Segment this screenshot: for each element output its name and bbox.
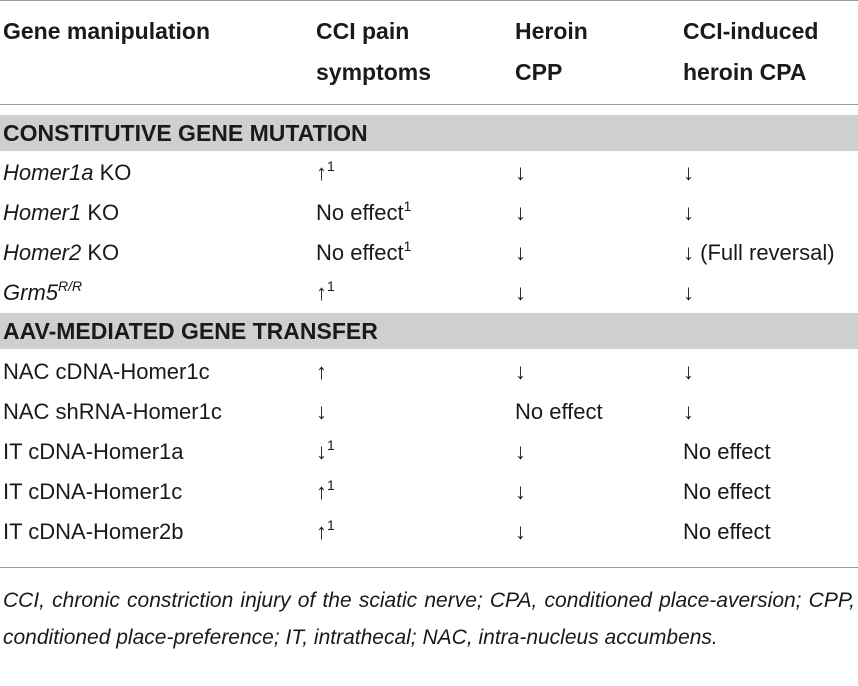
cci-value: ↑ <box>316 280 327 305</box>
gene-cell: IT cDNA-Homer1a <box>3 439 184 464</box>
cci-cell: ↓1 <box>316 432 335 472</box>
cci-cell: ↑1 <box>316 153 335 193</box>
bottom-rule <box>0 567 858 568</box>
footnote-ref: 1 <box>403 238 412 254</box>
table-row: NAC cDNA-Homer1c ↑ ↓ ↓ <box>0 352 858 392</box>
cpp-cell: ↓ <box>515 479 526 504</box>
header-heroin-cpp-line1: Heroin <box>515 18 588 44</box>
header-rule <box>0 104 858 105</box>
cpp-cell: ↓ <box>515 439 526 464</box>
header-cci-induced-cpa-line2: heroin CPA <box>683 59 807 85</box>
table-row: IT cDNA-Homer1a ↓1 ↓ No effect <box>0 432 858 472</box>
table-row: Homer2 KO No effect1 ↓ ↓ (Full reversal) <box>0 233 858 273</box>
gene-cell: NAC shRNA-Homer1c <box>3 399 222 424</box>
cci-value: ↑ <box>316 160 327 185</box>
gene-cell: Homer1a KO <box>3 153 131 193</box>
table-footnote: CCI, chronic constriction injury of the … <box>3 589 855 649</box>
header-gene-manipulation: Gene manipulation <box>3 18 211 44</box>
cci-cell: ↑1 <box>316 273 335 313</box>
cci-value: ↓ <box>316 399 327 424</box>
cpa-cell: ↓ <box>683 160 694 185</box>
gene-text: KO <box>81 200 120 225</box>
gene-italic: Homer1 <box>3 200 82 225</box>
gene-italic: Grm5 <box>3 280 58 305</box>
cpa-cell: No effect <box>683 439 771 464</box>
cci-cell: ↑1 <box>316 472 335 512</box>
cci-value: ↑ <box>316 479 327 504</box>
gene-cell: IT cDNA-Homer2b <box>3 519 184 544</box>
cci-cell: ↑ <box>316 352 327 392</box>
footnote-ref: 1 <box>327 477 335 493</box>
cpp-cell: ↓ <box>515 519 526 544</box>
cpp-cell: No effect <box>515 399 603 424</box>
cci-value: ↑ <box>316 359 327 384</box>
header-cci-pain-line1: CCI pain <box>316 18 410 44</box>
cci-cell: No effect1 <box>316 193 411 233</box>
table-row: Homer1 KO No effect1 ↓ ↓ <box>0 193 858 233</box>
cpp-cell: ↓ <box>515 280 526 305</box>
cci-value: No effect <box>316 200 404 225</box>
table-row: Homer1a KO ↑1 ↓ ↓ <box>0 153 858 193</box>
table-row: Grm5R/R ↑1 ↓ ↓ <box>0 273 858 313</box>
cpa-cell: No effect <box>683 519 771 544</box>
cpa-cell: ↓ <box>683 399 694 424</box>
cci-cell: No effect1 <box>316 233 411 273</box>
gene-cell: Homer2 KO <box>3 233 119 273</box>
header-cci-induced-cpa-line1: CCI-induced <box>683 18 819 44</box>
footnote-ref: 1 <box>327 517 335 533</box>
gene-superscript: R/R <box>58 278 83 294</box>
gene-text: KO <box>93 160 132 185</box>
section-title: AAV-MEDIATED GENE TRANSFER <box>3 318 378 344</box>
gene-italic: Homer1a <box>3 160 94 185</box>
cpa-cell: ↓ <box>683 359 694 384</box>
cpp-cell: ↓ <box>515 200 526 225</box>
gene-text: KO <box>81 240 120 265</box>
section-band-aav: AAV-MEDIATED GENE TRANSFER <box>0 313 858 349</box>
gene-cell: IT cDNA-Homer1c <box>3 479 183 504</box>
top-rule <box>0 0 858 1</box>
cci-cell: ↓ <box>316 392 327 432</box>
section-band-constitutive: CONSTITUTIVE GENE MUTATION <box>0 115 858 151</box>
cpa-cell: No effect <box>683 479 771 504</box>
cci-value: ↑ <box>316 519 327 544</box>
cci-value: No effect <box>316 240 404 265</box>
header-heroin-cpp-line2: CPP <box>515 59 563 85</box>
table-row: NAC shRNA-Homer1c ↓ No effect ↓ <box>0 392 858 432</box>
header-cci-pain-line2: symptoms <box>316 59 432 85</box>
table-row: IT cDNA-Homer1c ↑1 ↓ No effect <box>0 472 858 512</box>
cpa-cell: ↓ <box>683 200 694 225</box>
cci-cell: ↑1 <box>316 512 335 552</box>
gene-cell: NAC cDNA-Homer1c <box>3 359 210 384</box>
footnote-ref: 1 <box>327 158 335 174</box>
cpp-cell: ↓ <box>515 240 526 265</box>
cpa-cell: ↓ (Full reversal) <box>683 240 835 265</box>
section-title: CONSTITUTIVE GENE MUTATION <box>3 120 368 146</box>
table-row: IT cDNA-Homer2b ↑1 ↓ No effect <box>0 512 858 552</box>
cpa-cell: ↓ <box>683 280 694 305</box>
gene-italic: Homer2 <box>3 240 82 265</box>
footnote-ref: 1 <box>327 278 335 294</box>
footnote-ref: 1 <box>403 198 412 214</box>
cpp-cell: ↓ <box>515 160 526 185</box>
gene-cell: Grm5R/R <box>3 273 82 313</box>
cpp-cell: ↓ <box>515 359 526 384</box>
cci-value: ↓ <box>316 439 327 464</box>
footnote-ref: 1 <box>327 437 335 453</box>
gene-cell: Homer1 KO <box>3 193 119 233</box>
